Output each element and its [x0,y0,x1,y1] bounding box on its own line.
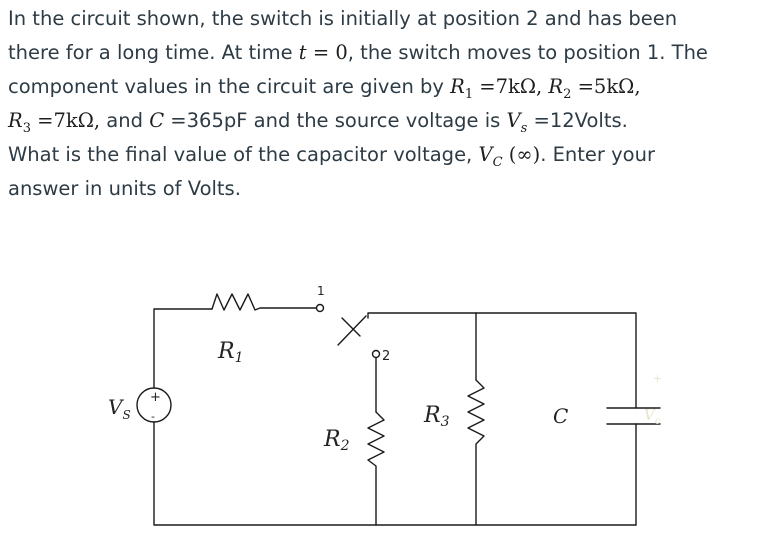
vc-plus-label: + [653,372,662,385]
vs-label: VS [108,395,131,422]
vs-symbol: V [506,109,521,132]
switch-position-2-label: 2 [382,349,390,364]
switch-position-1-label: 1 [317,284,325,298]
r1-label: R1 [217,339,244,366]
c-label: C [553,404,568,428]
problem-line-4: R3 =7kΩ, and C =365pF and the source vol… [8,109,628,136]
r2-value: =5kΩ, [571,75,641,98]
switch-blade [337,315,367,346]
infinity-arg: (∞) [502,143,541,166]
vc-label: Vc [644,406,661,427]
vc-symbol: V [478,143,493,166]
problem-line-2: there for a long time. At time t = 0, th… [8,41,708,64]
switch-terminal-1 [315,303,325,313]
r3-symbol: R [8,109,23,132]
switch-terminal-2 [371,349,381,359]
problem-line-1: In the circuit shown, the switch is init… [8,7,678,30]
source-minus-label: - [151,410,155,423]
r1-value: =7kΩ, [473,75,549,98]
problem-line-3: component values in the circuit are give… [8,75,641,102]
vs-value: =12Volts. [527,109,628,132]
r2-label: R2 [323,427,350,454]
r3-label: R3 [423,403,450,430]
source-plus-label: + [150,390,161,405]
r1-resistor [211,293,317,311]
time-variable: t [298,41,307,64]
wire-bottom [153,421,637,526]
r1-symbol: R [450,75,465,98]
problem-statement: In the circuit shown, the switch is init… [8,2,758,206]
r3-value: =7kΩ, [30,109,107,132]
wire-top-right [367,312,637,409]
c-value: =365pF and the source voltage is [164,109,507,132]
r2-resistor [367,411,385,526]
time-zero: = 0 [306,41,348,64]
c-symbol: C [149,109,165,132]
r3-resistor [467,379,485,526]
wire-left-top [153,308,213,389]
voltage-source-icon [136,387,172,423]
problem-line-5: What is the final value of the capacitor… [8,143,655,170]
problem-line-6: answer in units of Volts. [8,177,241,200]
switch-pivot [341,317,361,337]
r2-symbol: R [548,75,564,98]
